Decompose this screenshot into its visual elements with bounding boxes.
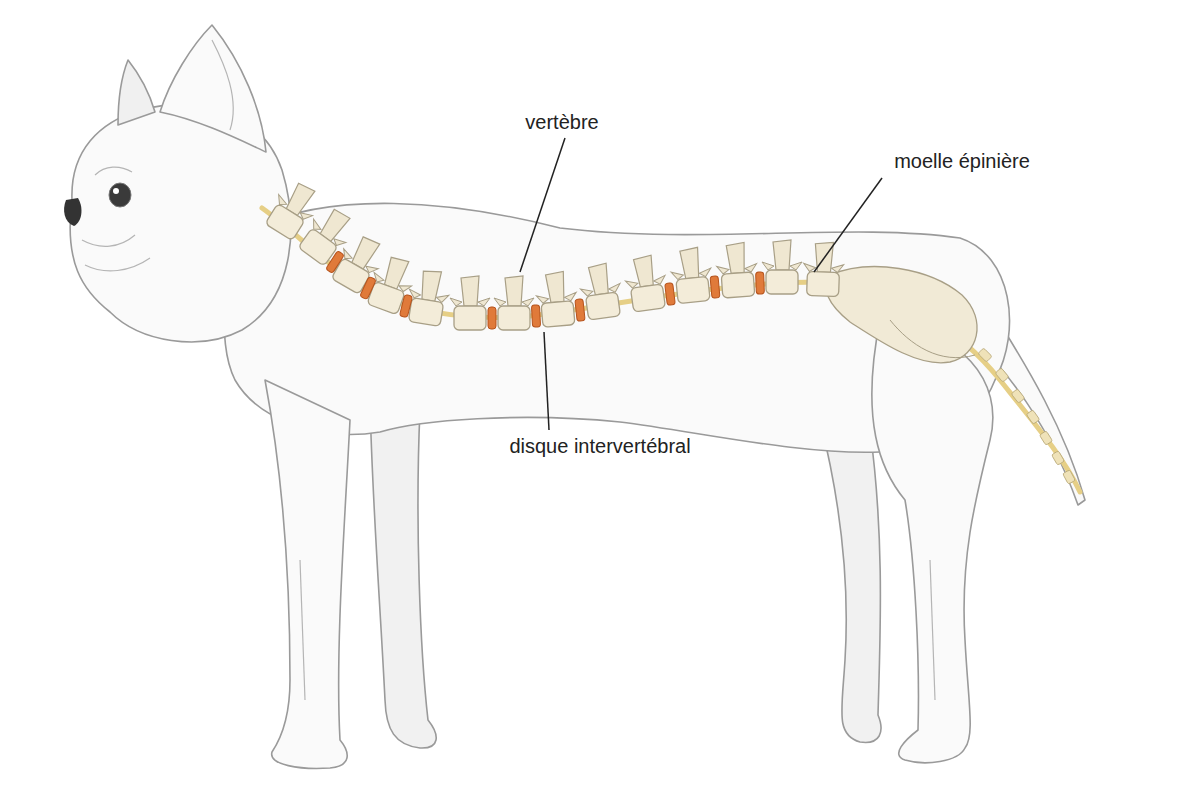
part-label: disque intervertébral [506, 434, 693, 458]
part-label: vertèbre [522, 110, 601, 134]
leader-line [520, 138, 565, 272]
part-label: moelle épinière [891, 149, 1033, 173]
leader-line [544, 332, 549, 430]
leader-line [814, 178, 882, 272]
